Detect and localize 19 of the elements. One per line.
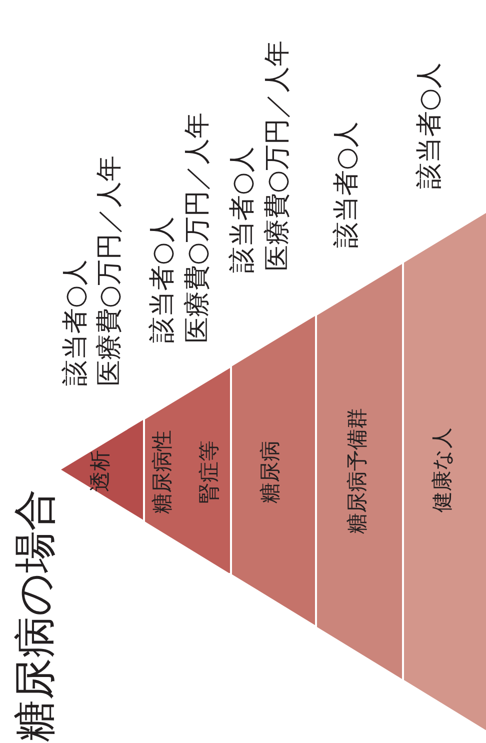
annotation-text: 該当者○人 — [416, 62, 444, 189]
pyramid-band — [317, 264, 402, 679]
band-label: 健康な人 — [430, 428, 454, 512]
annotation-text: 該当者○人 — [62, 259, 90, 386]
pyramid-band — [145, 368, 230, 574]
annotation-text: 医療費○万円／人年 — [96, 155, 124, 386]
annotation-text: 医療費○万円／人年 — [264, 40, 292, 271]
title: 糖尿病の場合 — [12, 489, 58, 742]
pyramid-band — [404, 212, 486, 730]
pyramid-band — [232, 316, 315, 626]
band-label: 透析 — [88, 450, 112, 492]
band-label: 糖尿病 — [258, 440, 282, 504]
band-label: 糖尿病予備群 — [344, 408, 370, 534]
pyramid-band — [61, 420, 143, 520]
annotation-text: 医療費○万円／人年 — [184, 112, 212, 343]
annotation-text: 該当者○人 — [148, 216, 178, 343]
annotation-text: 該当者○人 — [228, 146, 258, 273]
band-label: 糖尿病性腎症等 — [149, 428, 222, 516]
annotation-text: 該当者○人 — [332, 121, 362, 248]
